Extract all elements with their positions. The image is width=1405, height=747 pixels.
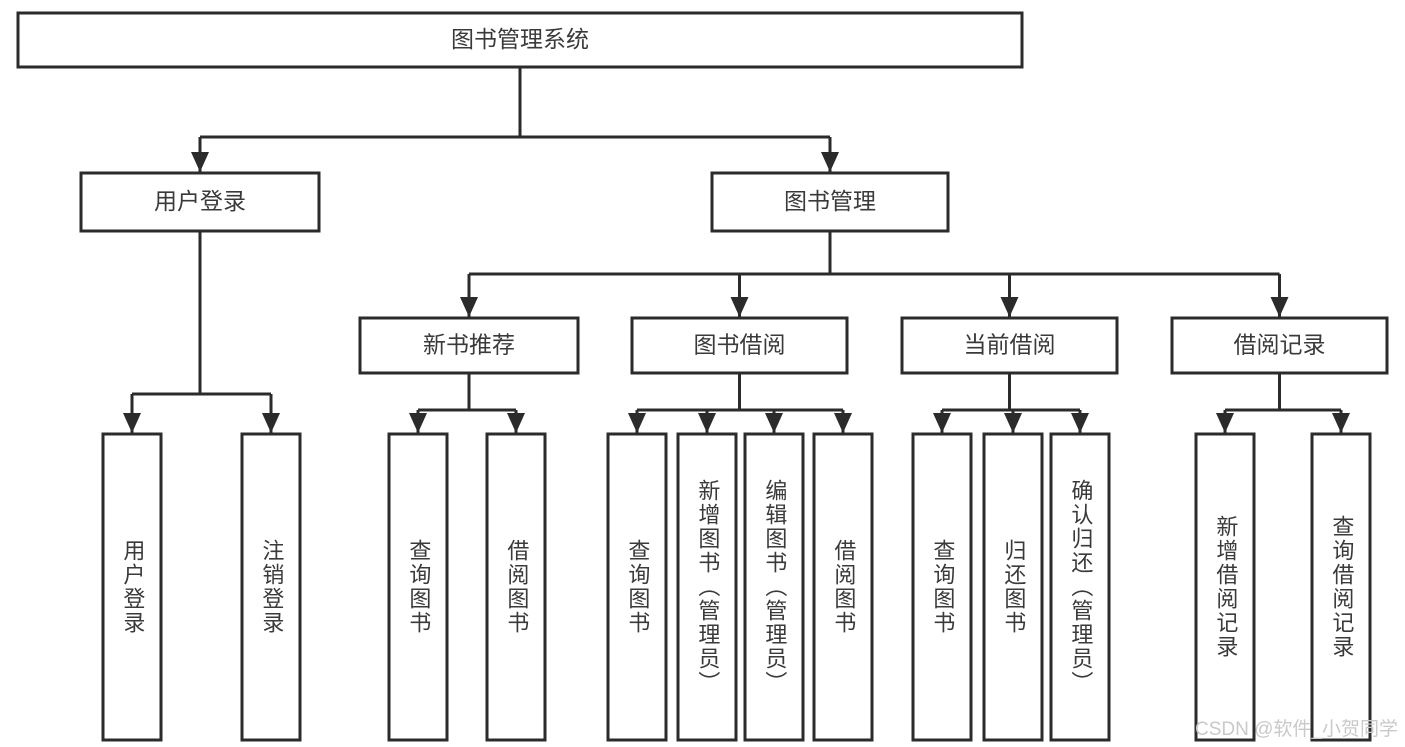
leaf-label-0: 用户登录 [120, 539, 146, 635]
leaf-label-4: 查询图书 [625, 539, 651, 635]
arrow-head-icon [698, 413, 716, 433]
node-level3-label-0: 新书推荐 [423, 332, 515, 358]
node-root-box[interactable] [16, 11, 1024, 69]
node-level2-box-0[interactable] [79, 171, 321, 233]
arrow-head-icon [1216, 413, 1234, 433]
leaf-box-7[interactable] [812, 432, 874, 742]
arrow-head-icon [262, 413, 280, 433]
connectors-layer [123, 67, 1350, 433]
leaf-label-10: 确认归还（管理员） [1068, 479, 1094, 695]
leaf-box-9[interactable] [982, 432, 1044, 742]
arrow-head-icon [1004, 413, 1022, 433]
leaf-box-1[interactable] [240, 432, 302, 742]
leaf-box-5[interactable] [676, 432, 738, 742]
leaf-box-8[interactable] [911, 432, 973, 742]
leaf-box-10[interactable] [1049, 432, 1111, 742]
leaf-label-1: 注销登录 [259, 539, 285, 635]
arrow-head-icon [1071, 413, 1089, 433]
node-level2-label-0: 用户登录 [154, 188, 246, 214]
arrow-head-icon [409, 413, 427, 433]
boxes-layer [16, 11, 1389, 742]
arrow-head-icon [460, 297, 478, 317]
leaf-label-9: 归还图书 [1001, 539, 1027, 635]
leaf-box-12[interactable] [1310, 432, 1372, 742]
leaf-box-6[interactable] [743, 432, 805, 742]
arrow-head-icon [765, 413, 783, 433]
arrow-head-icon [1270, 297, 1289, 317]
leaf-label-12: 查询借阅记录 [1329, 515, 1355, 659]
arrow-head-icon [730, 297, 749, 317]
leaf-box-11[interactable] [1194, 432, 1256, 742]
csdn-watermark: CSDN @软件_小贺同学 [1195, 719, 1398, 740]
node-level3-label-3: 借阅记录 [1234, 332, 1326, 358]
leaf-box-0[interactable] [101, 432, 163, 742]
node-root-label: 图书管理系统 [451, 26, 589, 52]
arrow-head-icon [123, 413, 141, 433]
node-level3-box-3[interactable] [1170, 316, 1389, 375]
arrow-head-icon [507, 413, 525, 433]
node-level3-box-1[interactable] [630, 316, 849, 375]
node-level3-box-0[interactable] [358, 316, 580, 375]
leaf-label-11: 新增借阅记录 [1213, 515, 1239, 659]
leaf-label-6: 编辑图书（管理员） [762, 479, 788, 695]
leaf-box-3[interactable] [485, 432, 547, 742]
node-level3-label-1: 图书借阅 [694, 332, 786, 358]
leaf-label-7: 借阅图书 [831, 539, 857, 635]
arrow-head-icon [191, 152, 209, 172]
arrow-head-icon [821, 152, 839, 172]
node-level3-box-2[interactable] [900, 316, 1119, 375]
arrow-head-icon [834, 413, 852, 433]
arrow-head-icon [933, 413, 951, 433]
arrow-head-icon [1000, 297, 1019, 317]
node-level2-label-1: 图书管理 [784, 188, 876, 214]
node-level2-box-1[interactable] [710, 171, 950, 233]
leaf-box-2[interactable] [387, 432, 449, 742]
arrow-head-icon [1332, 413, 1350, 433]
arrow-head-icon [628, 413, 646, 433]
leaf-label-2: 查询图书 [406, 539, 432, 635]
leaf-label-8: 查询图书 [930, 539, 956, 635]
leaf-box-4[interactable] [606, 432, 668, 742]
leaf-label-3: 借阅图书 [504, 539, 530, 635]
node-level3-label-2: 当前借阅 [964, 332, 1056, 358]
leaf-label-5: 新增图书（管理员） [695, 479, 721, 695]
